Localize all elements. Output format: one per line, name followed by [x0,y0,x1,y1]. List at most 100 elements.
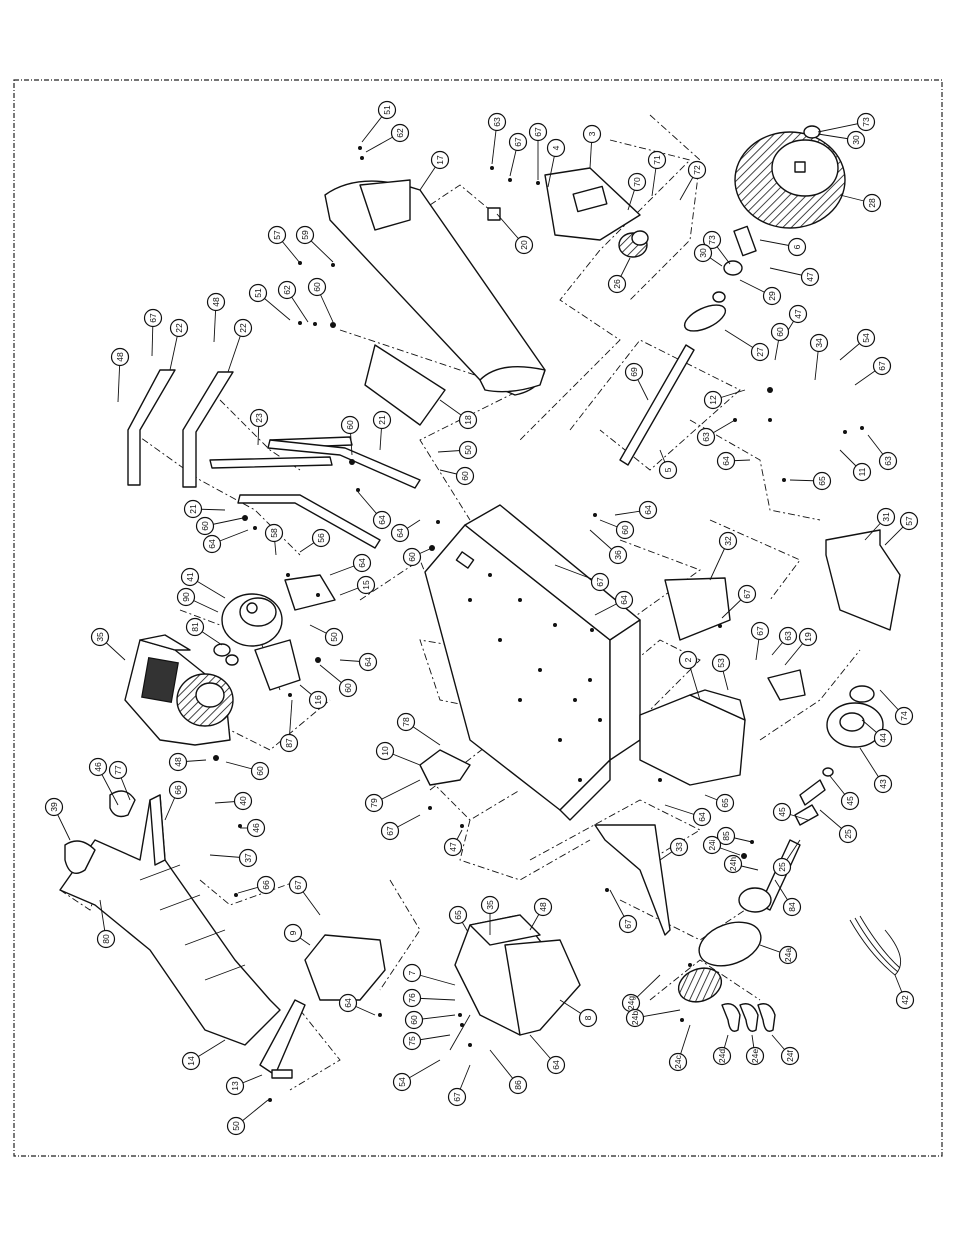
callout-bubble [324,627,344,647]
callout-bubble [264,523,284,543]
callout-number: 64 [377,515,387,525]
callout-bubble [308,690,328,710]
callout-c64i: 64 [664,804,712,827]
callout-c45a: 45 [829,775,860,811]
callout-bubble [787,237,807,257]
callout-bubble [372,410,392,430]
callout-bubble [358,652,378,672]
callout-bubble [895,990,915,1010]
callout-bubble [340,415,360,435]
callout-number: 16 [313,695,323,705]
callout-bubble [168,780,188,800]
callout-number: 67 [148,313,158,323]
callout-c85: 85 [716,826,753,846]
callout-bubble [582,124,602,144]
callout-number: 21 [188,504,198,514]
callout-number: 45 [777,807,787,817]
callout-c84: 84 [774,879,802,917]
callout-bubble [168,752,188,772]
callout-c21b: 21 [372,410,392,451]
callout-bubble [778,945,798,965]
callout-c64h: 64 [594,590,634,616]
callout-number: 31 [881,512,891,522]
callout-bubble [772,802,792,822]
callout-bubble [798,627,818,647]
callout-c77: 77 [108,760,131,801]
callout-bubble [873,728,893,748]
callout-bubble [311,528,331,548]
callout-bubble [338,993,358,1013]
callout-number: 64 [395,528,405,538]
callout-number: 17 [435,155,445,165]
callout-c24c: 24c [668,1024,691,1072]
callout-number: 64 [551,1060,561,1070]
callout-c46a: 46 [88,757,119,806]
callout-bubble [372,510,392,530]
callout-bubble [392,1072,412,1092]
callout-c48d: 48 [529,897,553,931]
callout-bubble [169,318,189,338]
callout-bubble [546,138,566,158]
callout-c44: 44 [861,719,893,748]
callout-number: 65 [817,476,827,486]
callout-c11: 11 [839,449,872,482]
callout-c6: 6 [759,237,807,257]
callout-c81: 81 [185,617,223,646]
callout-bubble [430,150,450,170]
callout-c67b: 67 [528,122,548,180]
callout-c8: 8 [559,999,598,1028]
callout-bubble [508,1075,528,1095]
callout-c25b: 25 [772,839,801,877]
callout-number: 78 [401,717,411,727]
callout-bubble [846,130,866,150]
callout-c87: 87 [279,699,299,753]
callout-bubble [669,837,689,857]
callout-bubble [624,362,644,382]
callout-number: 77 [113,765,123,775]
callout-bubble [703,390,723,410]
callout-c74: 74 [879,689,914,726]
callout-number: 60 [409,1015,419,1025]
callout-number: 65 [453,910,463,920]
callout-c67f: 67 [554,564,610,592]
callout-bubble [693,243,713,263]
callout-bubble [528,122,548,142]
callout-c27: 27 [724,329,770,362]
callout-bubble [778,626,798,646]
callout-number: 19 [803,632,813,642]
callout-number: 47 [448,842,458,852]
callout-c67c: 67 [143,308,163,357]
callout-number: 47 [805,272,815,282]
callout-c64g: 64 [339,652,378,672]
callout-number: 90 [181,592,191,602]
callout-number: 63 [883,456,893,466]
callout-number: 81 [190,622,200,632]
callout-number: 67 [293,880,303,890]
callout-number: 37 [243,853,253,863]
callout-bubble [840,791,860,811]
callout-c80: 80 [96,899,116,949]
lower-housing [449,914,581,1051]
callout-number: 60 [200,521,210,531]
callout-bubble [44,797,64,817]
callout-bubble [716,826,736,846]
callout-number: 76 [407,993,417,1003]
callout-number: 45 [845,796,855,806]
callout-c65c: 65 [448,905,469,933]
callout-number: 24d [717,1049,727,1063]
callout-bubble [480,895,500,915]
callout-number: 48 [115,352,125,362]
callout-number: 67 [533,127,543,137]
callout-number: 64 [619,595,629,605]
handle-assembly [127,369,421,549]
callout-bubble [696,427,716,447]
callout-c35a: 35 [90,627,126,661]
callout-c72: 72 [679,160,707,201]
callout-bubble [88,757,108,777]
callout-c60i: 60 [225,761,270,781]
callout-number: 6 [792,244,802,249]
callout-number: 43 [878,779,888,789]
callout-bubble [90,627,110,647]
callout-c21a: 21 [183,499,226,519]
callout-c60j: 60 [404,1010,456,1030]
